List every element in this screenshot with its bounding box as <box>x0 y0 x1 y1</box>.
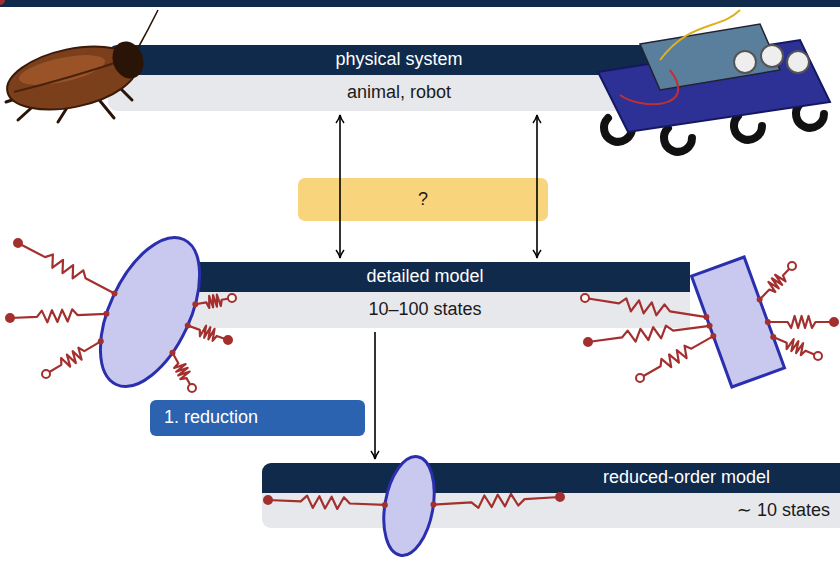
attachment-dot <box>770 334 776 340</box>
wire <box>620 70 678 104</box>
attachment-dot <box>192 301 198 307</box>
robot-leg <box>664 128 692 152</box>
spring-symbol <box>10 309 106 322</box>
attachment-dot <box>703 314 709 320</box>
attachment-dot <box>185 323 191 329</box>
attachment-dot <box>382 502 388 508</box>
attachment-dot <box>98 338 104 344</box>
contact-point <box>0 0 4 4</box>
node-title: ? <box>418 189 428 211</box>
node-title: reduced-order model <box>603 467 770 489</box>
contact-point <box>788 262 796 270</box>
wire <box>660 10 740 60</box>
attachment-dot <box>169 350 175 356</box>
band-row: reduced-order model <box>262 463 840 493</box>
antenna <box>138 10 158 48</box>
connector-arrow <box>536 115 538 258</box>
circuit-board <box>640 24 780 90</box>
header-strip <box>0 0 840 7</box>
contact-point <box>42 370 50 378</box>
attachment-dot <box>103 311 109 317</box>
contact-point <box>581 294 589 302</box>
spring-symbol <box>588 326 710 342</box>
node-body: ∼ 10 states <box>737 500 830 522</box>
connector-arrow <box>374 332 376 459</box>
attachment-dot <box>430 502 436 508</box>
spring-symbol <box>172 353 192 388</box>
body-rectangle <box>692 257 785 387</box>
contact-point <box>584 338 592 346</box>
spring-symbol <box>18 243 115 293</box>
band-node: detailed model 10–100 states <box>160 262 690 328</box>
node-title: physical system <box>335 49 462 71</box>
contact-point <box>814 352 822 360</box>
step-label: 1. reduction <box>150 400 365 436</box>
contact-point <box>14 239 22 247</box>
contact-point <box>228 294 236 302</box>
attachment-dot <box>112 290 118 296</box>
band-row: ? <box>298 178 548 221</box>
gear <box>734 51 756 73</box>
label-holder: 1. reduction <box>150 400 365 436</box>
attachment-dot <box>757 297 763 303</box>
band-row: 10–100 states <box>160 292 690 328</box>
spring-symbol <box>760 266 792 300</box>
spring-symbol <box>46 341 101 374</box>
contact-point <box>556 493 564 501</box>
contact-point <box>830 318 838 326</box>
attachment-dot <box>765 319 771 325</box>
contact-point <box>6 314 14 322</box>
node-body: 10–100 states <box>368 299 481 321</box>
contact-point <box>264 496 272 504</box>
connector-arrow <box>339 115 341 258</box>
gear <box>787 51 809 73</box>
robot-leg <box>796 104 824 128</box>
contact-point <box>636 374 644 382</box>
contact-point <box>188 384 196 392</box>
contact-point <box>224 336 232 344</box>
band-row: detailed model <box>160 262 690 292</box>
attachment-dot <box>707 323 713 329</box>
band-node: reduced-order model ∼ 10 states <box>262 463 840 528</box>
wing-line <box>14 60 124 92</box>
attachment-dot <box>710 333 716 339</box>
gear <box>761 45 783 67</box>
spring-symbol <box>640 336 713 378</box>
robot-leg <box>734 116 762 140</box>
robot-picture <box>598 10 830 152</box>
spring-symbol <box>768 316 834 328</box>
attachment-dot <box>0 0 3 3</box>
node-body: animal, robot <box>347 82 451 104</box>
node-title: detailed model <box>366 266 483 288</box>
question-box: ? <box>298 178 548 221</box>
